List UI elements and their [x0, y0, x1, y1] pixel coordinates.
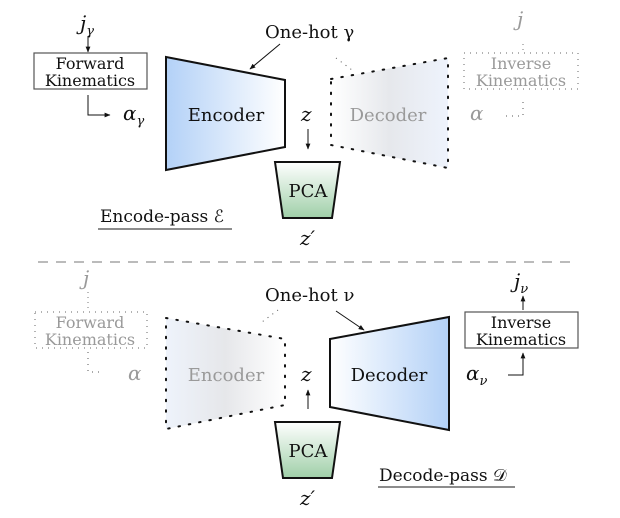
forward-kinematics-line1: Forward [56, 54, 125, 73]
forward-kinematics-line2: Kinematics [45, 71, 135, 90]
onehot-nu-label: One-hot ν [265, 285, 354, 306]
faded-j-input-label: j [79, 266, 89, 290]
decoder-block: Decoder [329, 315, 450, 432]
onehot-gamma-label: One-hot γ [265, 22, 354, 43]
faded-onehot-encoder-line [261, 309, 279, 323]
faded-alpha-label: α [470, 101, 484, 125]
encode-pca-block: PCA [273, 161, 342, 219]
encode-pass: jγ Forward Kinematics αγ Encoder One-hot… [33, 7, 579, 250]
encoder-label: Encoder [188, 105, 265, 126]
inverse-kinematics-line1: Inverse [491, 313, 551, 332]
decode-pass-caption: Decode-pass 𝒟 [379, 466, 507, 486]
encode-input-j-label: jγ [76, 11, 94, 39]
faded-j-output-label: j [513, 7, 523, 31]
alpha-gamma-label: αγ [123, 101, 145, 129]
faded-onehot-line [335, 57, 353, 71]
encode-pass-caption: Encode-pass ℰ [100, 207, 224, 227]
alpha-nu-label: αν [466, 361, 488, 389]
faded-forward-kinematics-line1: Forward [56, 313, 125, 332]
output-j-nu-label: jν [510, 269, 528, 297]
encode-pca-label: PCA [289, 181, 329, 202]
inverse-kinematics-line2: Kinematics [476, 330, 566, 349]
decode-z-label: z [300, 362, 312, 386]
faded-alpha-connector [506, 100, 524, 117]
decoder-label: Decoder [351, 365, 428, 386]
decode-pass: j Forward Kinematics α Encoder One-hot ν… [34, 266, 579, 510]
inverse-kinematics-box: Inverse Kinematics [464, 311, 579, 349]
forward-kinematics-box: Forward Kinematics [33, 52, 148, 90]
faded-fk-alpha-connector [87, 352, 102, 373]
faded-inverse-kinematics-line2: Kinematics [476, 71, 566, 90]
faded-encoder-block: Encoder [165, 316, 286, 431]
faded-decoder-label: Decoder [350, 105, 427, 126]
fk-to-alpha-arrow [87, 95, 111, 118]
encode-z-prime-label: z′ [299, 226, 316, 250]
encode-z-label: z [300, 102, 312, 126]
decode-pca-label: PCA [289, 441, 329, 462]
faded-forward-kinematics-box: Forward Kinematics [34, 311, 148, 349]
alpha-to-ik-arrow [508, 352, 526, 376]
onehot-gamma-arrow [249, 43, 281, 70]
decode-z-prime-label: z′ [299, 486, 316, 510]
faded-decoder-block: Decoder [330, 56, 449, 170]
onehot-nu-arrow [335, 310, 365, 331]
encoder-block: Encoder [165, 55, 286, 172]
faded-encoder-label: Encoder [188, 365, 265, 386]
faded-inverse-kinematics-line1: Inverse [491, 54, 551, 73]
decode-pca-block: PCA [273, 421, 342, 479]
faded-alpha-input-label: α [128, 361, 142, 385]
faded-forward-kinematics-line2: Kinematics [45, 330, 135, 349]
faded-inverse-kinematics-box: Inverse Kinematics [463, 52, 579, 90]
